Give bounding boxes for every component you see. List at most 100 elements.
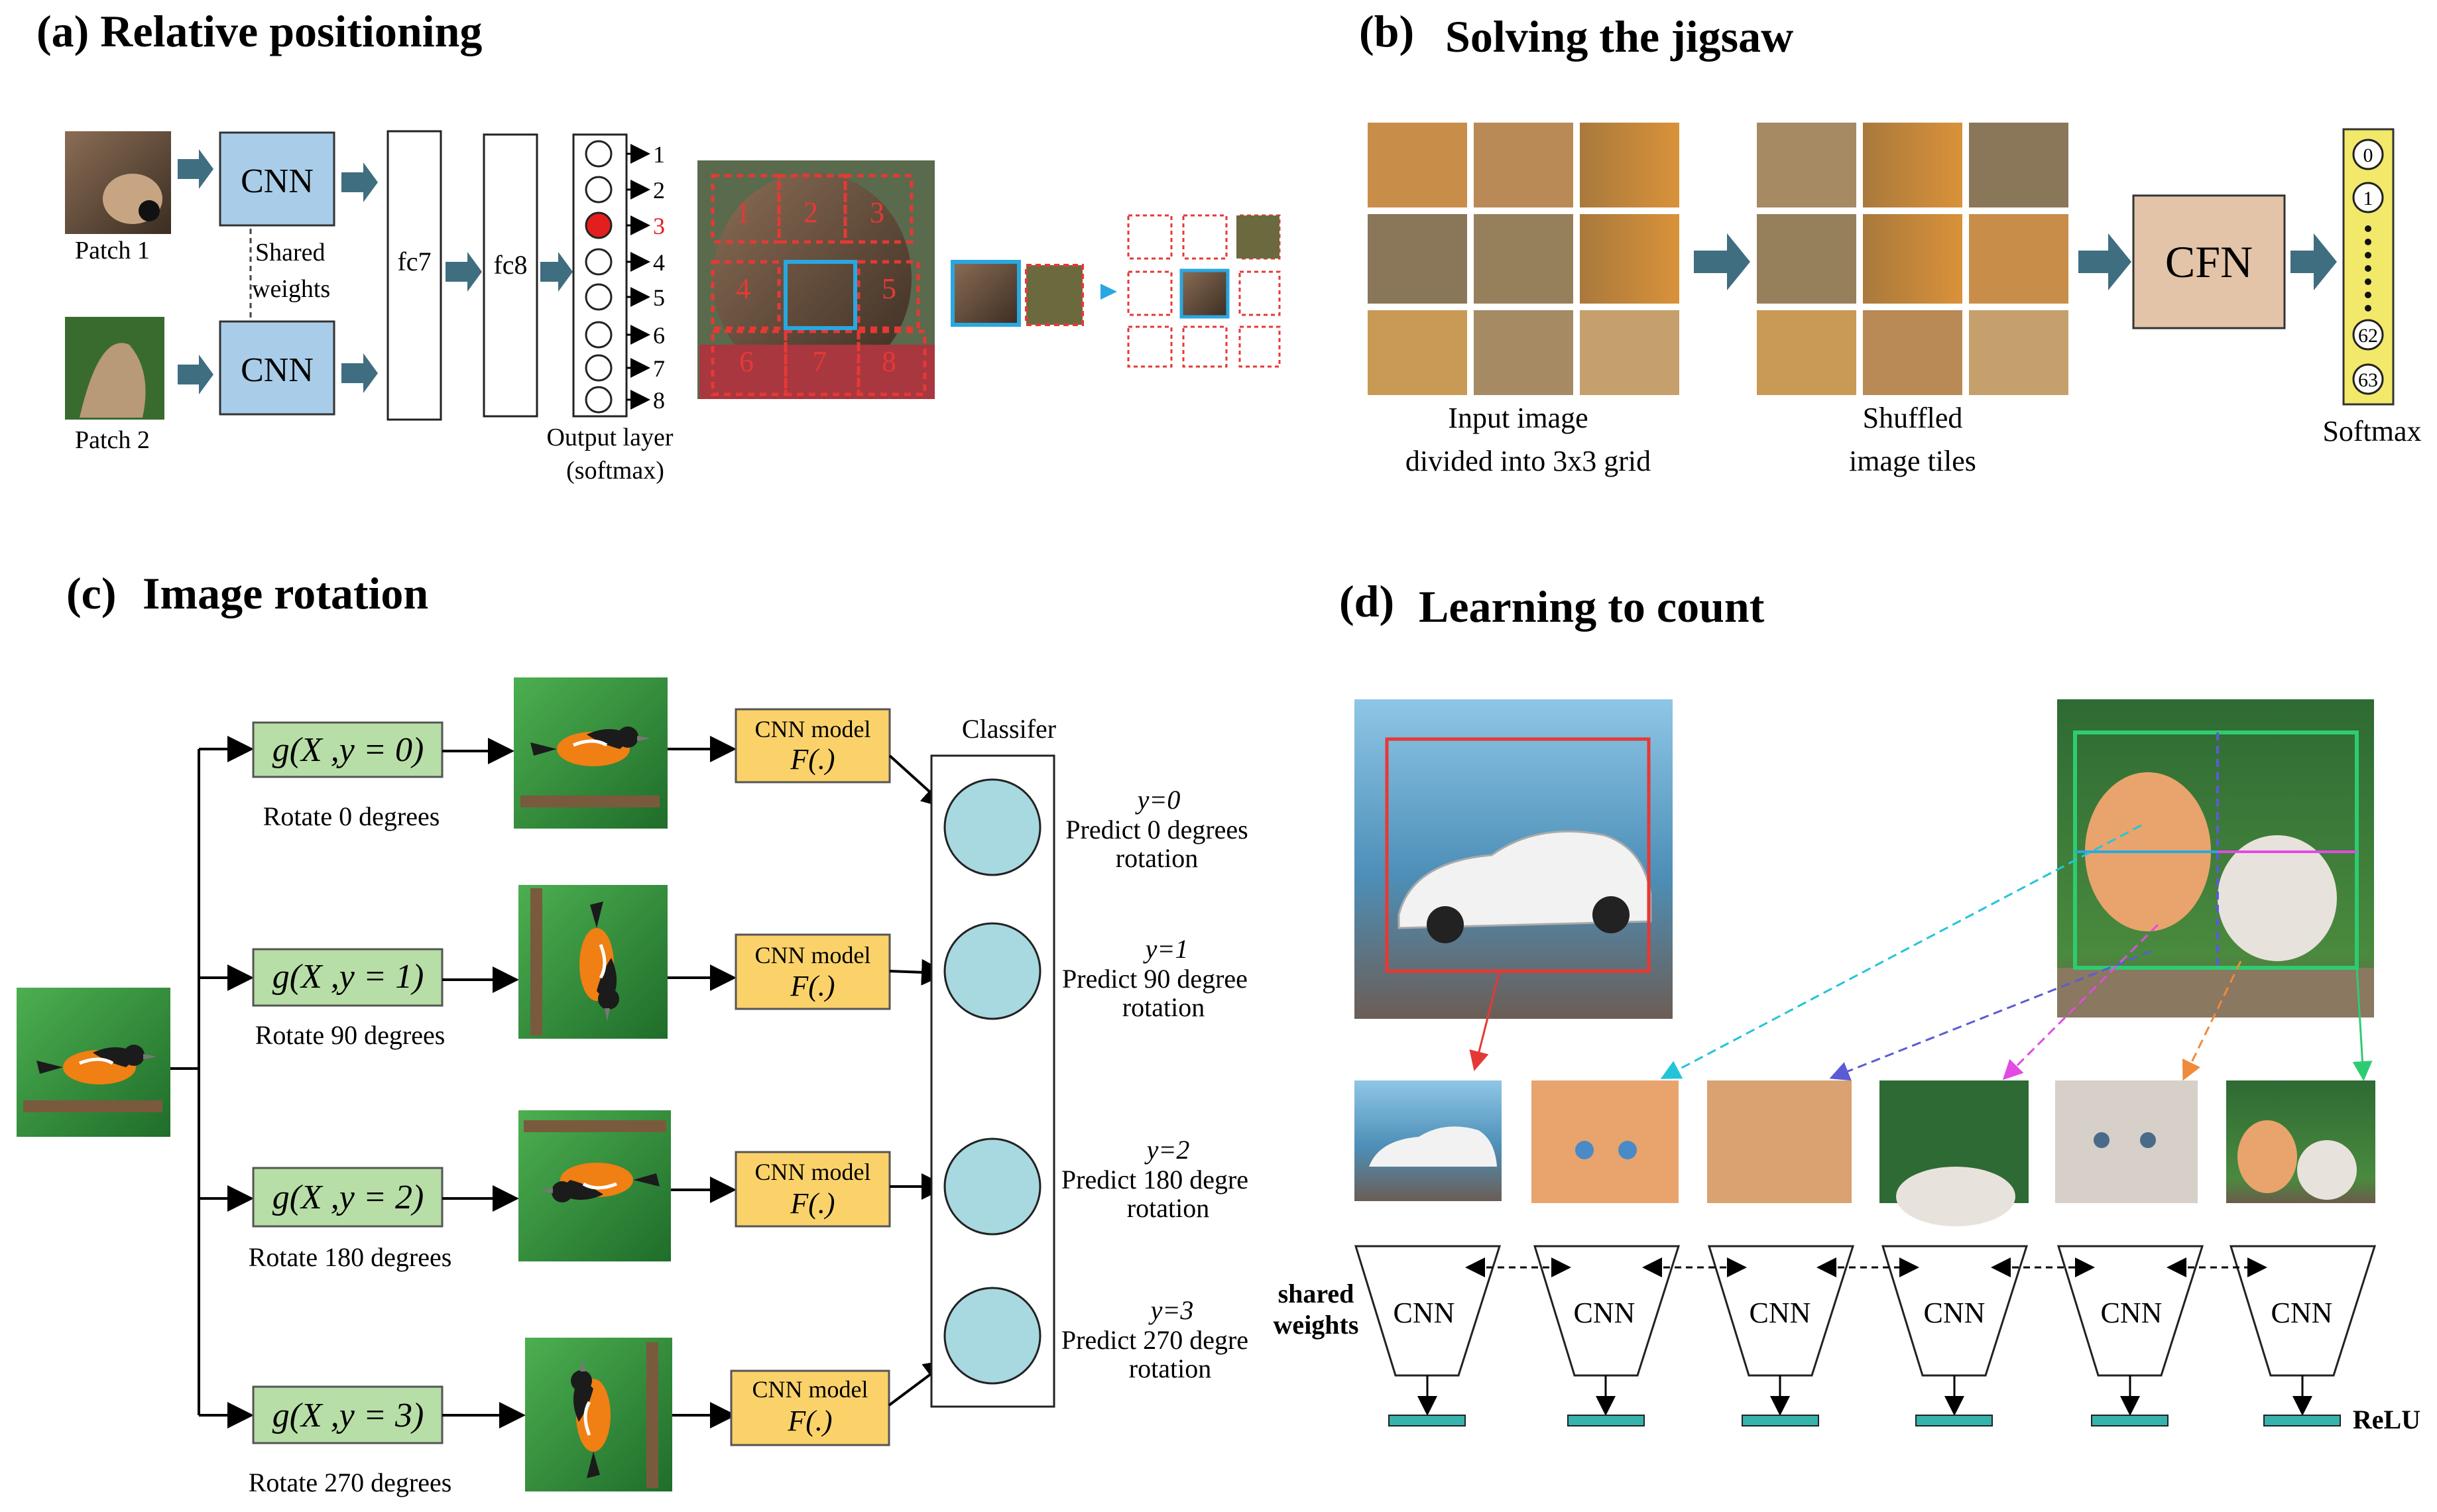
output-nodes	[585, 140, 613, 414]
cats-bbox-outer	[2073, 730, 2359, 970]
output-node-7	[585, 354, 613, 382]
g-box-3	[252, 1385, 444, 1444]
grid-number-1: 1	[736, 196, 750, 229]
output-layer-label-1: Output layer	[546, 424, 673, 451]
classifier-node-0	[943, 778, 1041, 876]
classifier-node-1	[943, 922, 1041, 1020]
rotation-row-3: g(X ,y = 3) Rotate 270 degrees CNN model…	[199, 1338, 951, 1497]
relu-bar-2	[1567, 1415, 1645, 1426]
cnn-model-box-0	[735, 708, 891, 784]
trapezoid-1	[1354, 1245, 1502, 1377]
pred-rot-0: rotation	[1116, 843, 1198, 873]
patch1-bear-nose	[139, 200, 160, 221]
pred-text-3: Predict 270 degre	[1061, 1325, 1248, 1355]
grid-number-6: 6	[739, 345, 754, 378]
crop-cat-1	[1531, 1080, 1679, 1203]
rotation-row-0: g(X ,y = 0) Rotate 0 degrees CNN model F…	[199, 677, 949, 831]
grid-number-2: 2	[803, 196, 818, 229]
arrow-cat-crop-2	[1829, 950, 2152, 1081]
shared-weights-label-2: weights	[1274, 1310, 1359, 1340]
input-image-label-2: divided into 3x3 grid	[1405, 445, 1651, 477]
cnn-model-box-3	[730, 1369, 890, 1446]
arrow-cat-crop-3	[2002, 923, 2159, 1080]
softmax-node-62	[2352, 319, 2384, 351]
cnn-top-label: CNN	[241, 162, 314, 200]
relu-bar-1	[1388, 1415, 1466, 1426]
panel-c-title-text: Image rotation	[143, 568, 428, 618]
output-node-6	[585, 321, 613, 349]
shuffled-label-2: image tiles	[1849, 445, 1976, 477]
g-label-2: g(X ,y = 2)	[272, 1179, 424, 1216]
cnn-label-3: CNN	[1750, 1297, 1811, 1329]
classifier-label: Classifer	[962, 714, 1056, 744]
arrow-input-shuffled	[1694, 233, 1750, 290]
bear-grid-numbers: 1 2 3 4 5 6 7 8	[736, 196, 896, 378]
softmax-label-63: 63	[2358, 369, 2378, 391]
cnn-model-box-2	[735, 1151, 891, 1228]
output-label-4: 4	[653, 249, 665, 276]
pred-y-1: y=1	[1143, 934, 1189, 964]
softmax-node-1	[2352, 182, 2384, 213]
pair-patch-center	[951, 260, 1021, 327]
fc8-layer	[483, 133, 538, 418]
rotation-row-2: g(X ,y = 2) Rotate 180 degrees CNN model…	[199, 1110, 948, 1272]
cnn-model-label-2: CNN model	[755, 1159, 871, 1185]
patch2-label: Patch 2	[75, 426, 150, 454]
panel-a-title: (a) Relative positioning	[36, 6, 482, 56]
trapezoid-2	[1533, 1245, 1681, 1377]
car-body	[1397, 830, 1652, 929]
cnn-label-5: CNN	[2101, 1297, 2163, 1329]
arrow-cat-crop-1	[1660, 824, 2142, 1079]
cnn-label-1: CNN	[1394, 1297, 1455, 1329]
patch2-bear-ear	[80, 343, 146, 418]
rotate-label-0: Rotate 0 degrees	[263, 801, 440, 831]
softmax-label: Softmax	[2322, 415, 2421, 447]
output-label-7: 7	[653, 355, 665, 382]
classifier-node-3	[943, 1287, 1041, 1385]
fc8-label: fc8	[493, 250, 527, 280]
trapezoid-5	[2056, 1245, 2204, 1377]
panel-c-title-letter: (c)	[66, 568, 116, 618]
shared-label-1: Shared	[255, 239, 326, 266]
softmax-label-0: 0	[2363, 145, 2373, 166]
crop-cat-4	[2055, 1080, 2198, 1203]
arrow-cnn-fc7-bottom	[341, 353, 378, 393]
arrow-cat-crop-4	[2182, 960, 2242, 1081]
output-node-8	[585, 386, 613, 414]
patch1-label: Patch 1	[75, 237, 150, 264]
arrow-patch2-cnn	[178, 355, 213, 394]
shared-label-2: weights	[252, 275, 330, 303]
pair-patch-3	[1025, 264, 1084, 326]
grid-number-5: 5	[882, 272, 896, 305]
output-node-5	[585, 283, 613, 311]
pred-rot-3: rotation	[1129, 1354, 1211, 1383]
car-bbox	[1385, 737, 1651, 973]
output-label-2: 2	[653, 177, 665, 204]
panel-c: (c) Image rotation g(X ,y = 0) Rotate 0 …	[17, 568, 1248, 1497]
panel-d-title-text: Learning to count	[1419, 581, 1765, 632]
output-label-6: 6	[653, 322, 665, 349]
cats-log	[2057, 968, 2374, 1018]
fc7-layer	[386, 130, 442, 421]
cnn-box-top	[219, 131, 335, 227]
pred-text-1: Predict 90 degree	[1062, 964, 1248, 994]
cnn-label-4: CNN	[1924, 1297, 1986, 1329]
cnn-model-f-0: F(.)	[790, 743, 835, 776]
panel-b-title-letter: (b)	[1359, 6, 1414, 56]
trapezoid-3	[1707, 1245, 1855, 1377]
g-label-3: g(X ,y = 3)	[272, 1397, 424, 1434]
output-arrows	[626, 144, 650, 410]
cnn-box-bottom	[219, 320, 335, 416]
softmax-label-1: 1	[2363, 188, 2373, 209]
trapezoid-4	[1881, 1245, 2029, 1377]
grid-number-4: 4	[736, 272, 750, 305]
pred-y-2: y=2	[1144, 1135, 1190, 1165]
small-grid-patch3	[1236, 215, 1279, 259]
panel-b: (b) Solving the jigsaw Input image divid…	[1359, 6, 2422, 477]
bear-center-patch	[784, 260, 857, 330]
softmax-nodes	[2352, 139, 2384, 395]
rotate-label-3: Rotate 270 degrees	[249, 1468, 452, 1497]
pred-y-0: y=0	[1135, 785, 1181, 815]
output-node-1	[585, 140, 613, 168]
